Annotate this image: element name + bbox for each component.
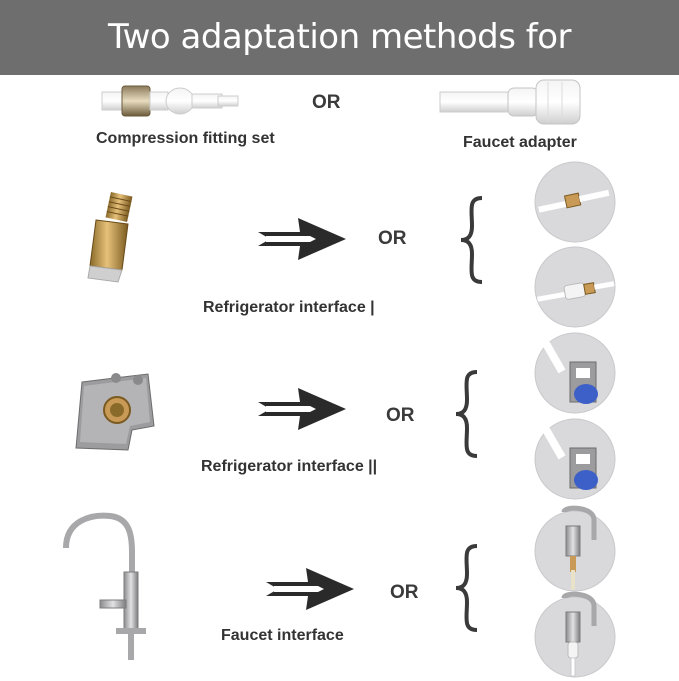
row3-option-b-image (534, 591, 616, 678)
double-arrow-right-icon (258, 214, 348, 264)
row1-label: Refrigerator interface | (203, 299, 375, 316)
bracket-fitting-image (72, 368, 158, 454)
row1-option-a-image (534, 161, 616, 243)
row3-label: Faucet interface (221, 627, 344, 644)
left-curly-brace-icon (453, 544, 481, 632)
left-curly-brace-icon (458, 196, 486, 284)
faucet-adapter-image (439, 78, 590, 128)
row2-option-a-image (534, 332, 616, 414)
row3-or-label: OR (390, 582, 419, 603)
compression-fitting-image (100, 80, 245, 126)
page-title: Two adaptation methods for refrigerators (107, 17, 572, 132)
faucet-adapter-label: Faucet adapter (463, 134, 577, 151)
row2-or-label: OR (386, 405, 415, 426)
top-or-label: OR (312, 92, 341, 113)
title-banner (0, 0, 679, 75)
row2-option-b-image (534, 418, 616, 500)
row2-label: Refrigerator interface || (201, 458, 378, 475)
row1-option-b-image (534, 246, 616, 328)
faucet-image (62, 512, 152, 662)
row3-option-a-image (534, 505, 616, 592)
double-arrow-right-icon (258, 384, 348, 434)
double-arrow-right-icon (266, 564, 356, 614)
row1-or-label: OR (378, 228, 407, 249)
compression-fitting-label: Compression fitting set (96, 130, 275, 147)
left-curly-brace-icon (453, 370, 481, 458)
brass-fitting-image (82, 190, 142, 290)
